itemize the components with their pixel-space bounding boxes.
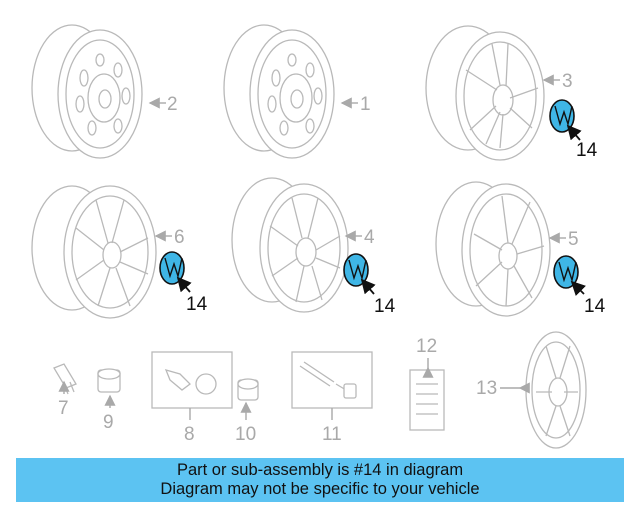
callout-14-b: 14 [186,294,208,315]
center-cap-14-d[interactable] [553,255,579,289]
lug-bolt-7 [53,363,77,395]
callout-3: 3 [562,71,573,92]
callout-14-c: 14 [374,296,396,317]
callout-11: 11 [322,424,342,445]
alloy-wheel-6 [31,185,157,319]
callout-1: 1 [360,94,371,115]
alloy-wheel-3 [425,25,545,161]
callout-12: 12 [416,336,437,357]
alloy-wheel-4 [231,177,349,313]
callout-10: 10 [235,424,256,445]
callout-13: 13 [476,378,497,399]
center-cap-14-c[interactable] [343,253,369,287]
steel-wheel-1 [223,24,335,159]
callout-9: 9 [103,412,114,433]
nut-10 [237,378,259,401]
leader-lines-14 [176,124,587,297]
info-banner: Part or sub-assembly is #14 in diagram D… [16,458,624,502]
valve-stem-11 [291,351,373,409]
banner-line-2: Diagram may not be specific to your vehi… [160,480,480,498]
label-12 [409,369,445,431]
banner-line-1: Part or sub-assembly is #14 in diagram [176,461,464,479]
lug-nut-9 [97,368,121,393]
hubcap-13 [525,331,587,449]
callout-6: 6 [174,227,185,248]
lock-set-8 [151,351,233,409]
callout-2: 2 [167,94,178,115]
center-cap-14-a[interactable] [549,99,575,133]
callout-4: 4 [364,227,375,248]
callout-7: 7 [58,398,69,419]
callout-14-a: 14 [576,140,598,161]
callout-8: 8 [184,424,195,445]
callout-14-d: 14 [584,296,606,317]
leader-lines-gray [58,74,566,420]
callout-5: 5 [568,229,579,250]
center-cap-14-b[interactable] [159,251,185,285]
alloy-wheel-5 [435,181,551,317]
steel-wheel-2 [31,24,143,159]
